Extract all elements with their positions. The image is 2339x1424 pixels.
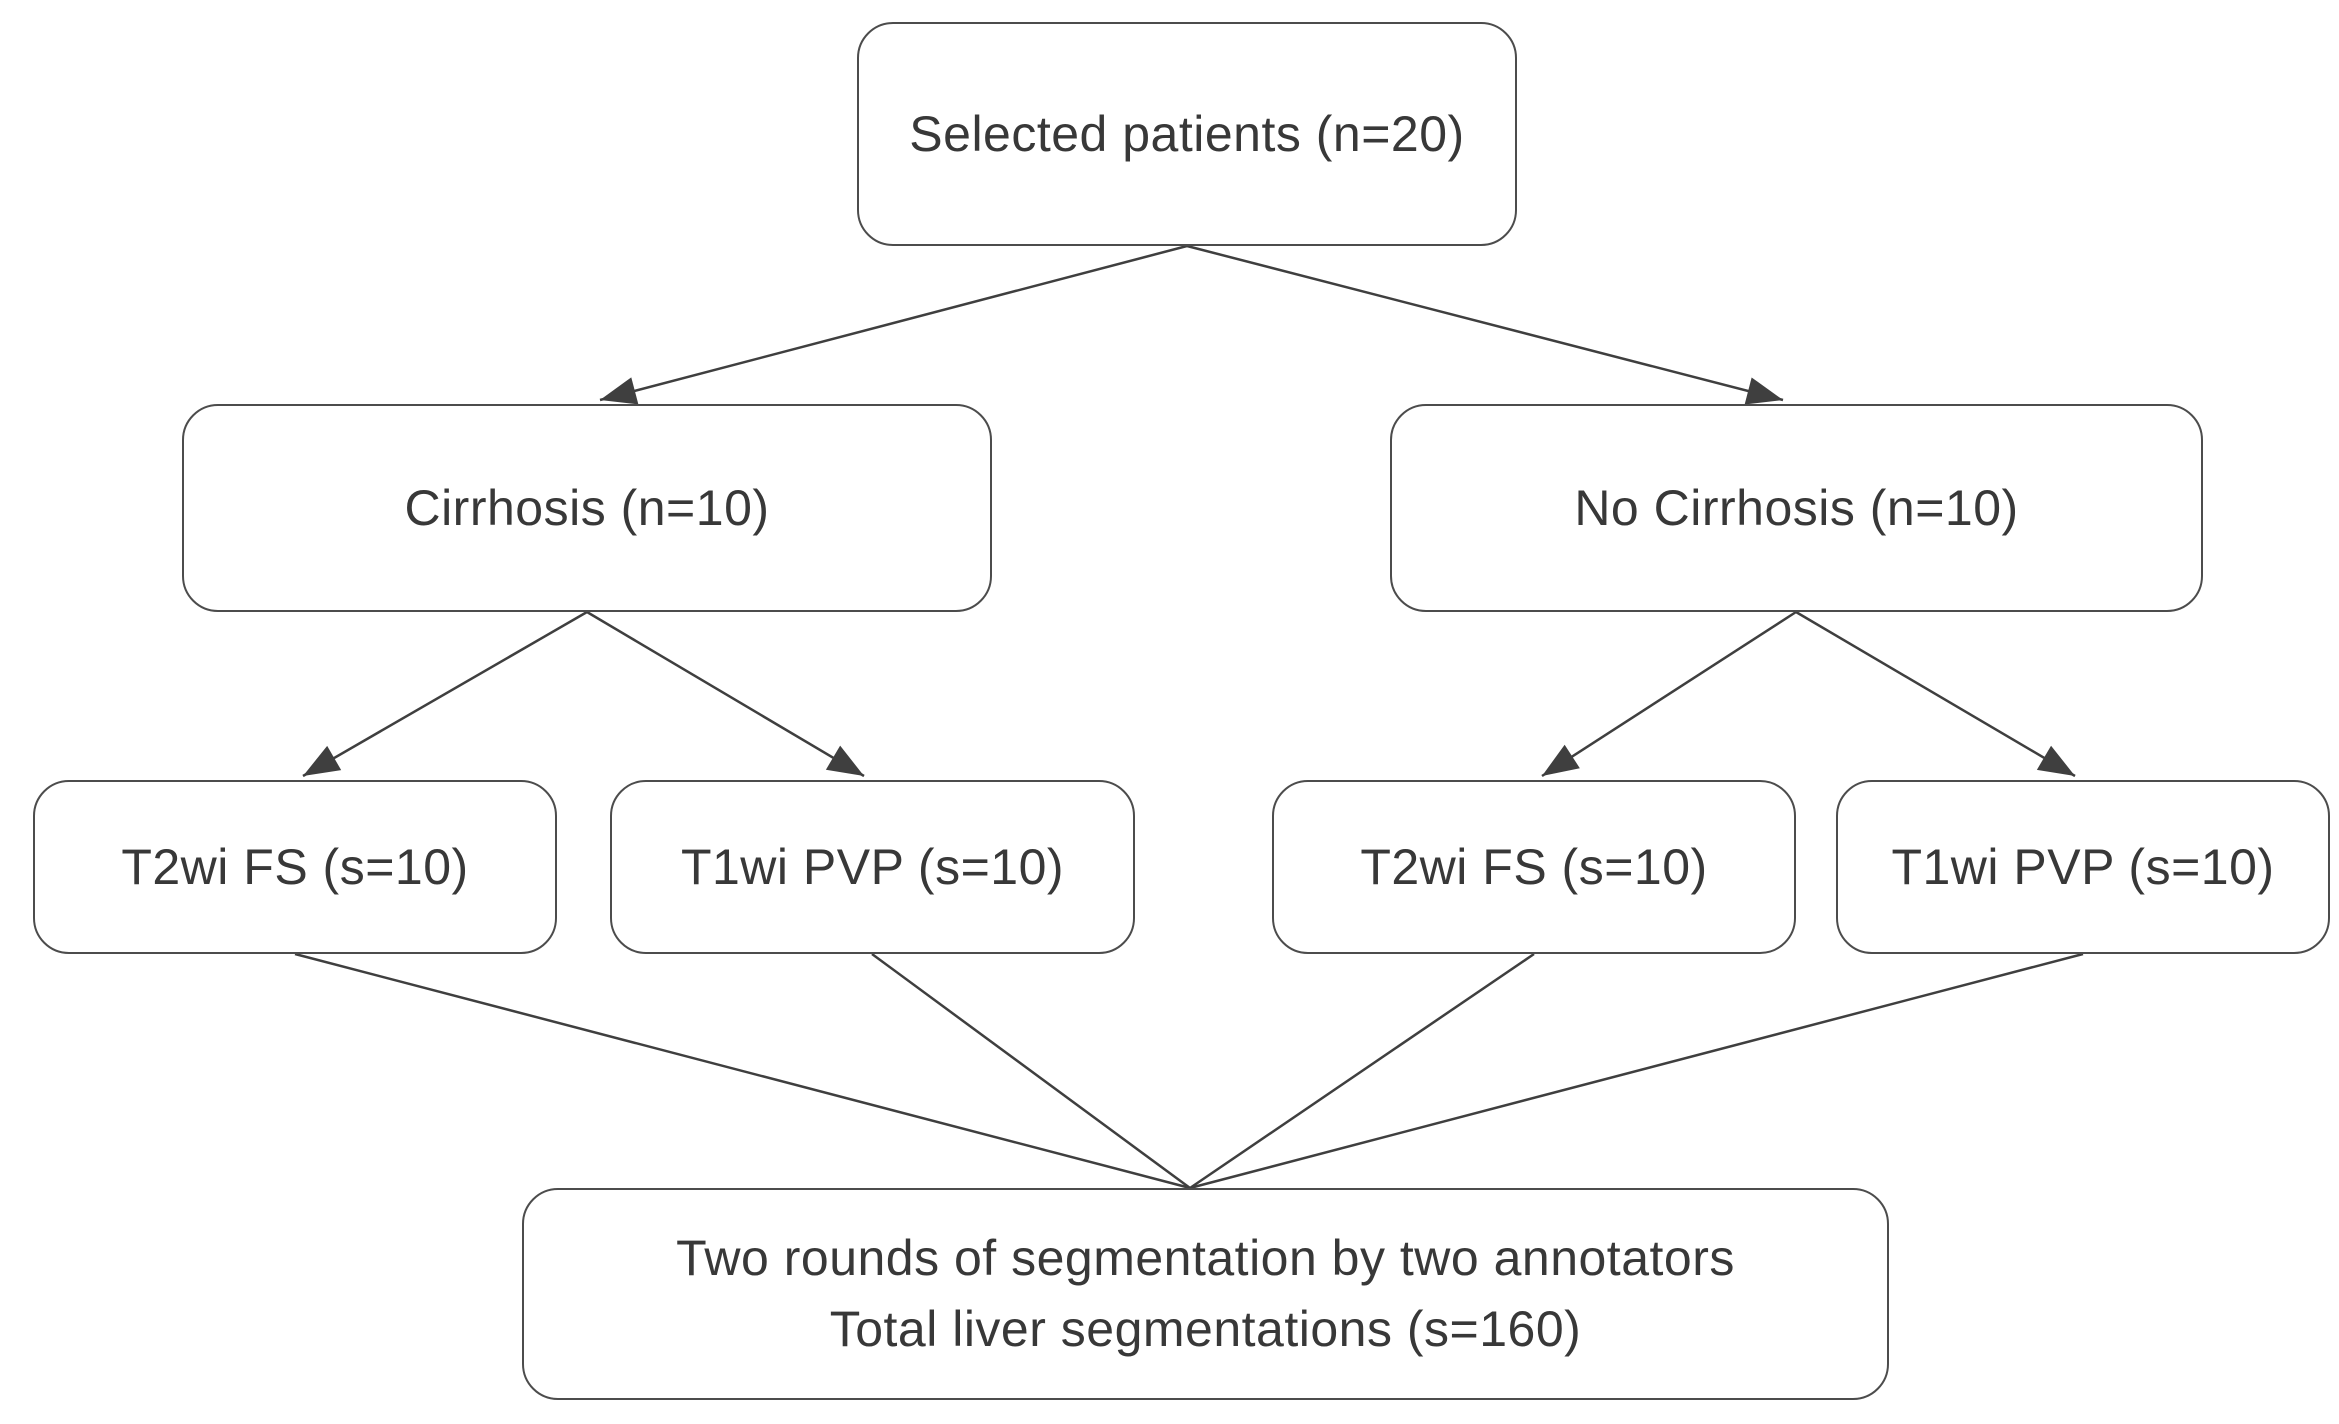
- edge-nc-t2wi-to-segmentation: [1189, 952, 1535, 1190]
- node-selected-patients-label: Selected patients (n=20): [909, 105, 1465, 162]
- edge-cirrhosis-to-t2wi: [302, 610, 588, 778]
- node-cirrhosis-t2wi-fs-label: T2wi FS (s=10): [121, 838, 469, 895]
- node-no-cirrhosis: No Cirrhosis (n=10): [1390, 404, 2203, 612]
- node-cirrhosis-t1wi-pvp: T1wi PVP (s=10): [610, 780, 1135, 954]
- node-no-cirrhosis-t1wi-pvp: T1wi PVP (s=10): [1836, 780, 2330, 954]
- node-cirrhosis: Cirrhosis (n=10): [182, 404, 992, 612]
- edge-c-t2wi-to-segmentation: [294, 952, 1191, 1190]
- edge-selected-to-cirrhosis: [599, 244, 1188, 405]
- node-cirrhosis-t2wi-fs: T2wi FS (s=10): [33, 780, 557, 954]
- segmentation-summary-line1: Two rounds of segmentation by two annota…: [676, 1230, 1735, 1286]
- node-cirrhosis-t1wi-pvp-label: T1wi PVP (s=10): [680, 838, 1065, 895]
- node-selected-patients: Selected patients (n=20): [857, 22, 1517, 246]
- edge-no-cirrhosis-to-t1wi: [1795, 610, 2076, 778]
- edge-cirrhosis-to-t1wi: [586, 610, 865, 778]
- node-no-cirrhosis-label: No Cirrhosis (n=10): [1574, 479, 2019, 536]
- node-no-cirrhosis-t2wi-fs-label: T2wi FS (s=10): [1360, 838, 1708, 895]
- segmentation-summary-line2: Total liver segmentations (s=160): [829, 1301, 1582, 1357]
- node-no-cirrhosis-t1wi-pvp-label: T1wi PVP (s=10): [1891, 838, 2275, 895]
- edge-c-t1wi-to-segmentation: [871, 952, 1191, 1190]
- edge-no-cirrhosis-to-t2wi: [1541, 610, 1797, 778]
- node-cirrhosis-label: Cirrhosis (n=10): [404, 479, 770, 536]
- edge-selected-to-no-cirrhosis: [1186, 244, 1784, 405]
- edge-nc-t1wi-to-segmentation: [1189, 952, 2084, 1190]
- node-segmentation-summary: Two rounds of segmentation by two annota…: [522, 1188, 1889, 1400]
- node-no-cirrhosis-t2wi-fs: T2wi FS (s=10): [1272, 780, 1796, 954]
